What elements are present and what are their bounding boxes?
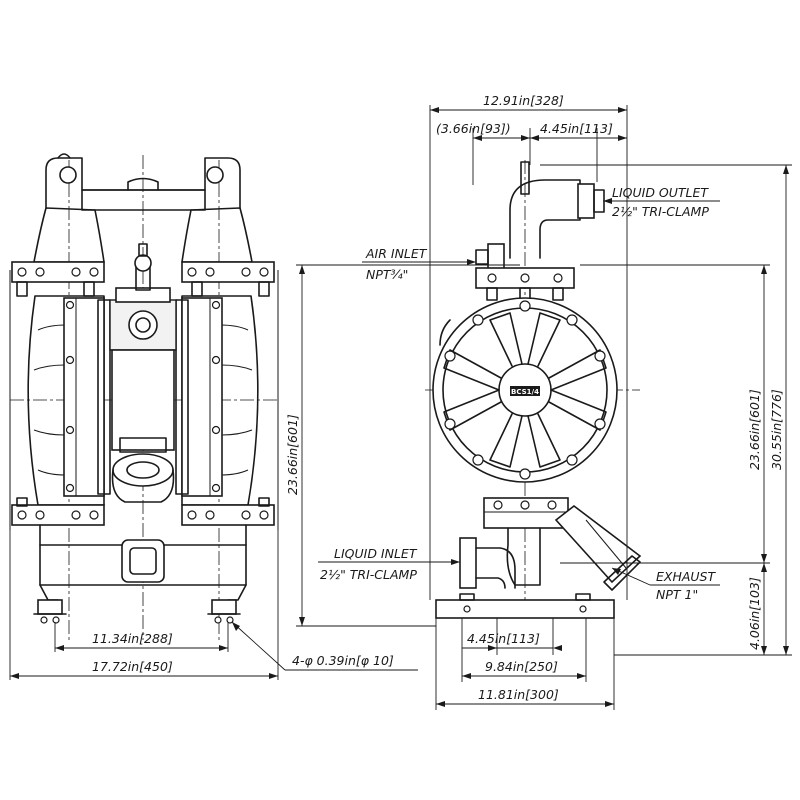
front-liquid-inlet-port bbox=[121, 539, 165, 583]
front-lower-right-flange bbox=[181, 504, 275, 526]
side-base-plate bbox=[435, 599, 615, 619]
front-upper-left-flange bbox=[11, 261, 105, 283]
air-valve-port bbox=[128, 310, 158, 340]
side-base-inner-label: 4.45in[113] bbox=[467, 631, 540, 646]
liquid-inlet-spec: 2½" TRI-CLAMP bbox=[320, 567, 417, 582]
liquid-outlet-title: LIQUID OUTLET bbox=[612, 185, 709, 200]
manifold-left-lug bbox=[59, 166, 77, 184]
side-dimensions: 12.91in[328] (3.66in[93]) 4.45in[113] 23… bbox=[285, 93, 792, 710]
front-overall-width-label: 17.72in[450] bbox=[92, 659, 173, 674]
front-right-foot bbox=[211, 599, 237, 615]
front-view bbox=[9, 153, 280, 640]
air-inlet-spec: NPT¾" bbox=[366, 267, 408, 282]
front-dimensions: 11.34in[288] 17.72in[450] 4-φ 0.39in[φ 1… bbox=[9, 530, 418, 680]
badge-text: BCS1/4 bbox=[511, 388, 539, 396]
front-upper-right-flange bbox=[181, 261, 275, 283]
side-air-inlet-fitting bbox=[487, 243, 505, 271]
height-inlet-label: 4.06in[103] bbox=[747, 577, 762, 650]
exhaust-spec: NPT 1" bbox=[656, 587, 698, 602]
side-liquid-outlet-flange bbox=[577, 183, 595, 219]
liquid-outlet-spec: 2½" TRI-CLAMP bbox=[612, 204, 709, 219]
side-view: BCS1/4 bbox=[425, 160, 642, 620]
side-base-overall-label: 11.81in[300] bbox=[478, 687, 559, 702]
height-total-label: 30.55in[776] bbox=[769, 389, 784, 470]
exhaust-title: EXHAUST bbox=[656, 569, 716, 584]
top-width-label: 12.91in[328] bbox=[483, 93, 564, 108]
muffler bbox=[112, 453, 174, 487]
front-mount-spacing-label: 11.34in[288] bbox=[92, 631, 173, 646]
inlet-manifold bbox=[39, 524, 247, 586]
hole-spec-label: 4-φ 0.39in[φ 10] bbox=[292, 653, 394, 668]
front-left-foot bbox=[37, 599, 63, 615]
height-center-right-label: 23.66in[601] bbox=[747, 389, 762, 470]
liquid-inlet-title: LIQUID INLET bbox=[334, 546, 418, 561]
air-inlet-title: AIR INLET bbox=[365, 246, 428, 261]
side-liquid-inlet-flange bbox=[459, 537, 477, 589]
top-offset-left-label: (3.66in[93]) bbox=[436, 121, 511, 136]
height-center-left-label: 23.66in[601] bbox=[285, 414, 300, 495]
center-body bbox=[111, 349, 175, 451]
callouts: LIQUID OUTLET 2½" TRI-CLAMP AIR INLET NP… bbox=[318, 185, 720, 602]
side-base-mount-label: 9.84in[250] bbox=[485, 659, 558, 674]
top-offset-right-label: 4.45in[113] bbox=[540, 121, 613, 136]
manifold-right-lug bbox=[206, 166, 224, 184]
front-lower-left-flange bbox=[11, 504, 105, 526]
badge-plate bbox=[510, 386, 540, 396]
